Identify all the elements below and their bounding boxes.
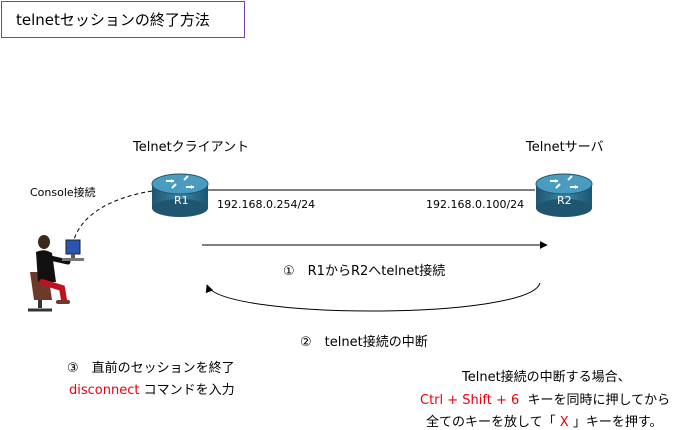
router-r1-icon	[151, 173, 209, 217]
note-line3: 全てのキーを放して「 X 」キーを押す。	[426, 411, 663, 430]
arrow-telnet-suspend	[205, 282, 541, 312]
step3-line1: ③ 直前のセッションを終了	[67, 361, 235, 376]
r2-ip: 192.168.0.100/24	[426, 198, 525, 211]
r2-label: R2	[557, 194, 572, 207]
key-combo: Ctrl + Shift + 6	[420, 393, 520, 408]
step2-label: ② telnet接続の中断	[300, 335, 428, 350]
page-title-text: telnetセッションの終了方法	[16, 11, 210, 29]
disconnect-command: disconnect	[69, 383, 140, 398]
console-label: Console接続	[30, 186, 96, 199]
r1-label: R1	[174, 194, 189, 207]
router-r2-icon	[535, 173, 593, 217]
r1-ip: 192.168.0.254/24	[217, 198, 316, 211]
note-line1: Telnet接続の中断する場合、	[462, 370, 631, 385]
page-title: telnetセッションの終了方法	[1, 1, 245, 38]
note-line2-rest: キーを同時に押してから	[527, 393, 671, 408]
step3-line2: disconnect コマンドを入力	[69, 379, 235, 398]
step1-label: ① R1からR2へtelnet接続	[283, 264, 446, 279]
r1-caption: Telnetクライアント	[133, 140, 250, 155]
operator-pc-icon	[28, 235, 84, 312]
step3-rest: コマンドを入力	[139, 383, 235, 398]
note-line3-a: 全てのキーを放して「	[426, 415, 556, 430]
x-key: X	[559, 415, 569, 430]
note-line3-b: 」キーを押す。	[572, 415, 663, 430]
note-line2: Ctrl + Shift + 6 キーを同時に押してから	[420, 389, 670, 408]
r2-caption: Telnetサーバ	[526, 140, 604, 155]
